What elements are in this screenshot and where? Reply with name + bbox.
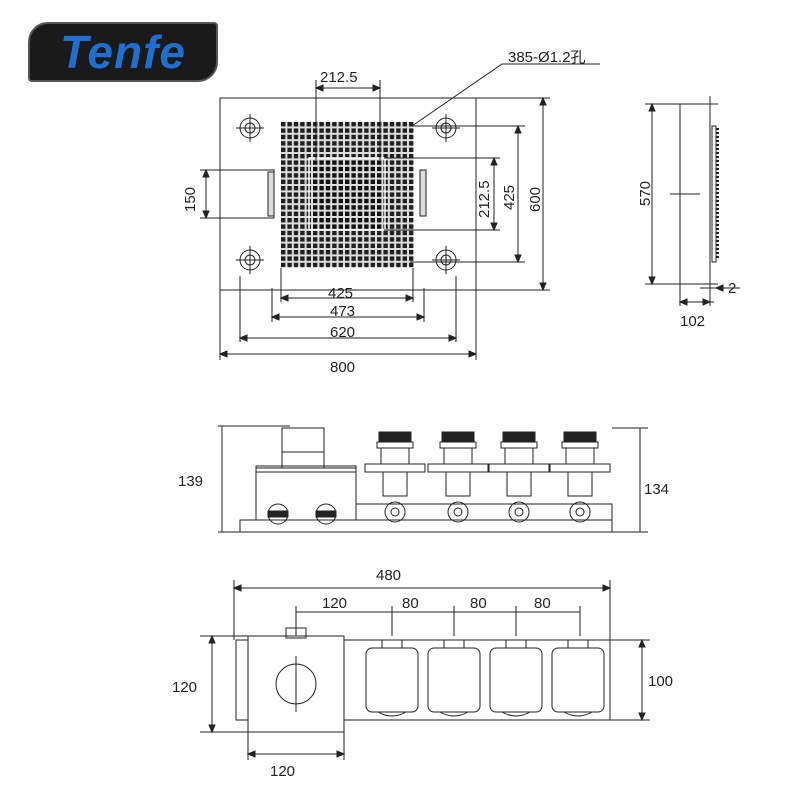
diverter-valves (364, 431, 611, 523)
dim-120-bottom: 120 (270, 763, 295, 780)
valve-top-view (200, 580, 650, 760)
dim-212-top: 212.5 (320, 69, 358, 86)
dim-620: 620 (330, 324, 355, 341)
diverter-valve-tops (365, 639, 605, 717)
mounting-hole (432, 246, 460, 274)
thermostat-knob (281, 427, 325, 469)
valve-top-body (235, 639, 611, 721)
side-nozzles (716, 128, 719, 258)
dim-600: 600 (527, 187, 544, 212)
dim-570: 570 (637, 181, 654, 206)
dim-100: 100 (648, 673, 673, 690)
dim-473: 473 (330, 303, 355, 320)
top-view-labels: 212.5 385-Ø1.2孔 212.5 425 600 150 425 47… (182, 49, 586, 376)
nozzle-grid (281, 122, 414, 268)
mounting-hole (236, 114, 264, 142)
dim-425-right: 425 (501, 185, 518, 210)
dim-80-b: 80 (470, 595, 487, 612)
valve-front-view (218, 425, 648, 533)
shower-head-side-view (645, 96, 740, 306)
shower-head-top-view (200, 63, 600, 360)
dim-102: 102 (680, 313, 705, 330)
hole-leader-line (411, 63, 600, 127)
mounting-hole (432, 114, 460, 142)
dim-width: 800 (330, 359, 355, 376)
dim-212-right: 212.5 (476, 180, 493, 218)
dim-139: 139 (178, 473, 203, 490)
valve-base-plate (239, 519, 613, 533)
valve-front-labels: 139 134 (178, 473, 669, 498)
dim-80-c: 80 (534, 595, 551, 612)
dim-80-a: 80 (402, 595, 419, 612)
brand-logo: Tenfe (28, 22, 218, 82)
pipe-outlet (267, 503, 289, 525)
dim-150: 150 (182, 187, 199, 212)
valve-top-labels: 480 120 80 80 80 120 100 120 (172, 567, 673, 780)
dim-120-left: 120 (172, 679, 197, 696)
pipe-outlet (315, 503, 337, 525)
side-plate (711, 125, 717, 263)
mounting-hole (236, 246, 264, 274)
side-port-left (219, 169, 275, 219)
dim-134: 134 (644, 481, 669, 498)
side-view-labels: 570 2 102 (637, 181, 736, 330)
thermostat-top-stem (285, 627, 307, 639)
inner-zone-outline (308, 157, 386, 231)
side-port-left-cap (267, 171, 275, 217)
dim-holes: 385-Ø1.2孔 (508, 49, 586, 66)
side-port-right-bar (419, 169, 427, 217)
dim-480: 480 (376, 567, 401, 584)
dim-120-top: 120 (322, 595, 347, 612)
dim-2: 2 (728, 280, 736, 297)
dim-425-bottom: 425 (328, 285, 353, 302)
brand-name: Tenfe (60, 26, 186, 78)
valve-pipe (355, 503, 613, 521)
thermostat-flange (255, 465, 357, 473)
